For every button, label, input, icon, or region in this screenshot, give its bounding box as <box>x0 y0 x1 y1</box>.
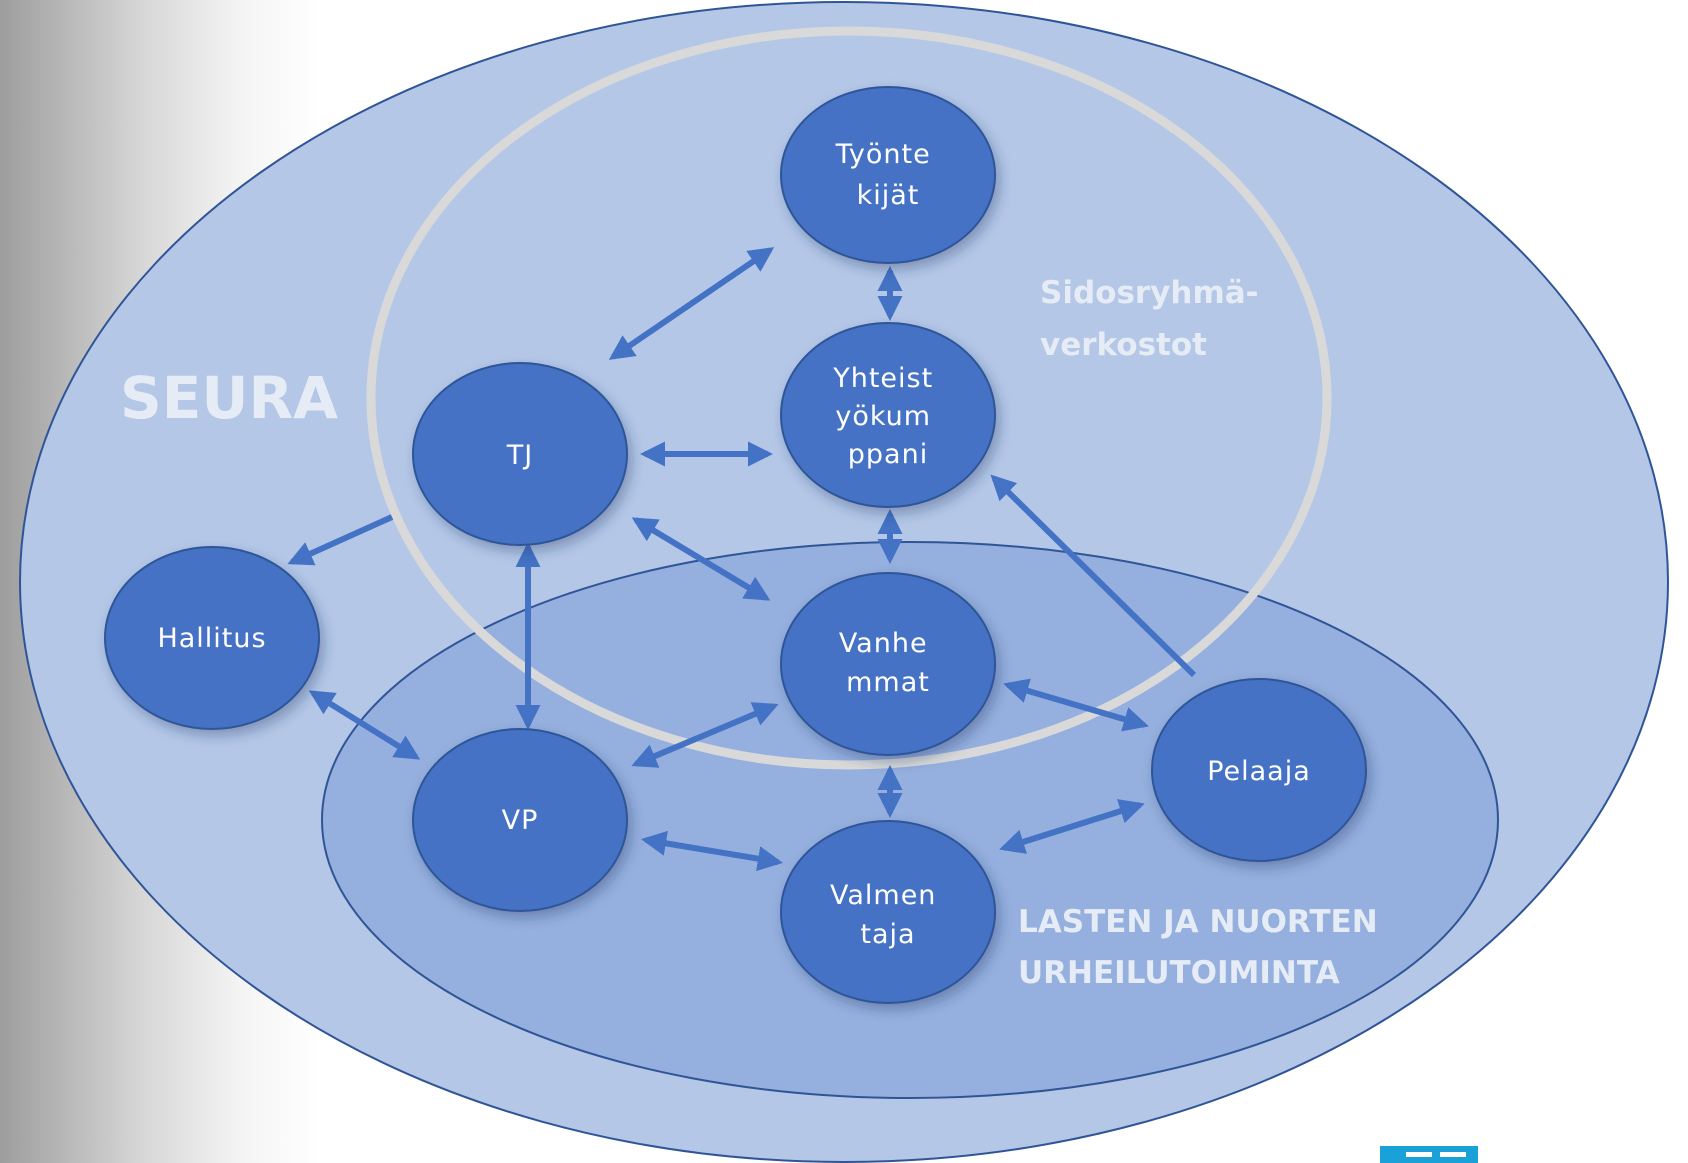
node-label-line: TJ <box>506 440 533 471</box>
edge-vanhemmat-pelaaja <box>1003 678 1149 732</box>
stakeholder-network-label-line: verkostot <box>1040 327 1207 363</box>
node-label: Valmen taja <box>830 880 946 950</box>
node-pelaaja: Pelaaja <box>1151 678 1367 862</box>
node-vanhemmat: Vanhe mmat <box>780 572 996 756</box>
node-label-line: mmat <box>846 667 930 698</box>
node-circle <box>412 362 628 546</box>
edge-vanhemmat-vp <box>631 702 779 768</box>
node-label-line: Hallitus <box>157 623 266 654</box>
youth-sports-label: LASTEN JA NUORTEN URHEILUTOIMINTA <box>1018 904 1388 991</box>
edge-valmentaja-pelaaja <box>999 799 1145 854</box>
node-label-line: Yhteist <box>832 363 933 394</box>
stakeholder-network-label: Sidosryhmä- verkostot <box>1040 275 1269 363</box>
youth-sports-label-line: URHEILUTOIMINTA <box>1018 955 1340 991</box>
node-circle <box>104 546 320 730</box>
node-label: TJ <box>506 440 533 471</box>
node-label-line: Valmen <box>830 880 936 911</box>
node-hallitus: Hallitus <box>104 546 320 730</box>
stakeholder-network-ring <box>366 26 1332 770</box>
logo-icon <box>1380 1146 1478 1163</box>
edge-tj-hallitus <box>287 514 394 566</box>
edge-tj-tyontekijat <box>608 247 775 360</box>
node-circle <box>780 322 996 508</box>
node-label-line: Työnte <box>835 139 931 170</box>
connectors <box>287 247 1197 872</box>
node-circle <box>780 820 996 1004</box>
node-label-line: kijät <box>857 180 920 211</box>
node-label-line: taja <box>860 919 915 950</box>
node-tyontekijat: Työnte kijät <box>780 86 996 264</box>
stakeholder-network-label-line: Sidosryhmä- <box>1040 275 1259 311</box>
node-label: Pelaaja <box>1207 756 1311 787</box>
node-label-line: Vanhe <box>839 628 928 659</box>
seura-label: SEURA <box>120 364 338 432</box>
node-circle <box>412 728 628 912</box>
node-label-line: ppani <box>848 439 928 470</box>
node-label: Yhteist yökum ppani <box>832 363 943 470</box>
node-label: Työnte kijät <box>835 139 941 211</box>
node-label: VP <box>502 805 539 836</box>
edge-hallitus-vp <box>308 690 421 760</box>
node-yhteistyokumppani: Yhteist yökum ppani <box>780 322 996 508</box>
node-label: Vanhe mmat <box>839 628 937 698</box>
node-valmentaja: Valmen taja <box>780 820 996 1004</box>
youth-sports-label-line: LASTEN JA NUORTEN <box>1018 904 1378 940</box>
edge-vp-valmentaja <box>641 830 783 872</box>
node-label-line: Pelaaja <box>1207 756 1311 787</box>
node-label-line: yökum <box>835 401 931 432</box>
node-vp: VP <box>412 728 628 912</box>
node-label-line: VP <box>502 805 539 836</box>
node-label: Hallitus <box>157 623 266 654</box>
edge-pelaaja-yhteistyokumppani <box>990 474 1197 678</box>
youth-sports-region <box>321 541 1499 1099</box>
node-circle <box>780 572 996 756</box>
node-tj: TJ <box>412 362 628 546</box>
node-circle <box>1151 678 1367 862</box>
edge-tj-vanhemmat <box>631 517 771 601</box>
node-circle <box>780 86 996 264</box>
